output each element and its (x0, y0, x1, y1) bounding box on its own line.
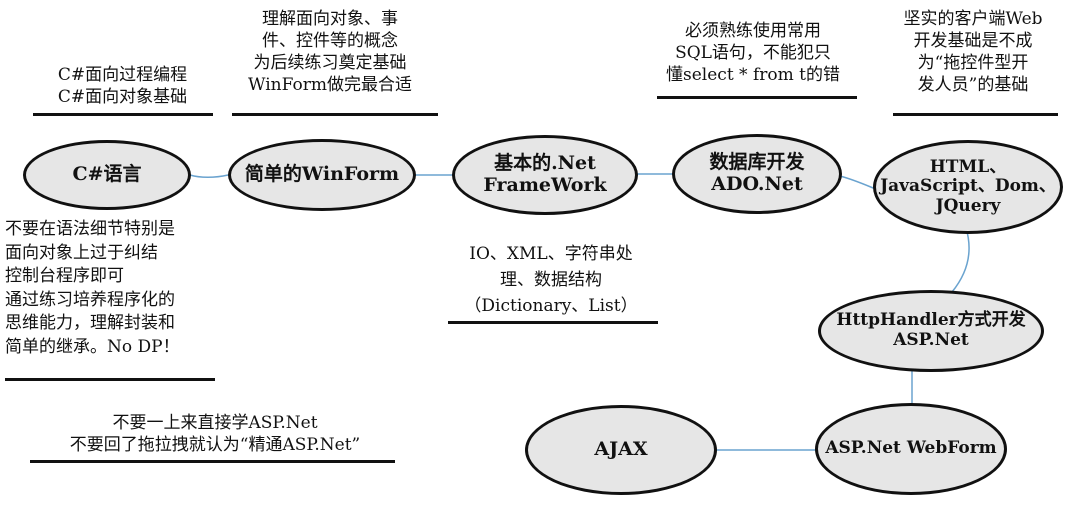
node-csharp-language: C#语言 (23, 140, 191, 210)
note-underline (33, 113, 213, 116)
node-ajax: AJAX (525, 405, 717, 495)
node-label: 简单的WinForm (244, 163, 400, 186)
node-label-line: 数据库开发 (709, 151, 805, 174)
node-basic-net-framework: 基本的.Net FrameWork (452, 135, 638, 215)
note-underline (657, 96, 857, 99)
node-label: C#语言 (72, 163, 142, 186)
note-csharp-bottom: 不要在语法细节特别是 面向对象上过于纠结 控制台程序即可 通过练习培养程序化的 … (5, 219, 180, 357)
note-framework-bottom: IO、XML、字符串处 理、数据结构 （Dictionary、List） (464, 244, 638, 316)
note-sql-top: 必须熟练使用常用 SQL语句，不能犯只 懂select * from t的错 (666, 21, 840, 85)
node-database-ado-net: 数据库开发 ADO.Net (672, 134, 842, 214)
node-simple-winform: 简单的WinForm (228, 139, 416, 211)
note-underline (893, 113, 1058, 116)
node-label: ASP.Net WebForm (825, 438, 997, 459)
note-underline (5, 378, 215, 381)
node-httphandler-asp-net: HttpHandler方式开发 ASP.Net (818, 290, 1044, 372)
note-underline (232, 113, 438, 116)
connector-csharp-winform (189, 174, 229, 178)
node-label-line: 基本的.Net (494, 152, 596, 175)
node-label-line: FrameWork (483, 174, 607, 196)
node-label-line: JavaScript、Dom、 (880, 176, 1056, 197)
node-label-line: HttpHandler方式开发 (836, 310, 1026, 331)
note-aspnet-bottom: 不要一上来直接学ASP.Net 不要回了拖拉拽就认为“精通ASP.Net” (69, 413, 361, 455)
note-csharp-top: C#面向过程编程 C#面向对象基础 (57, 65, 188, 107)
note-web-top: 坚实的客户端Web 开发基础是不成 为“拖控件型开 发人员”的基础 (903, 9, 1043, 95)
node-label: AJAX (594, 438, 648, 461)
node-label-line: JQuery (935, 195, 1001, 216)
node-asp-net-webform: ASP.Net WebForm (815, 403, 1007, 495)
node-label-line: ASP.Net (893, 330, 969, 350)
node-label-line: ADO.Net (711, 173, 803, 195)
note-underline (448, 321, 658, 324)
node-label-line: HTML、 (929, 156, 1007, 177)
node-html-javascript-dom-jquery: HTML、 JavaScript、Dom、 JQuery (873, 140, 1063, 234)
connector-html-httphandler (951, 227, 970, 293)
note-winform-top: 理解面向对象、事 件、控件等的概念 为后续练习奠定基础 WinForm做完最合适 (248, 9, 412, 95)
note-underline (30, 460, 395, 463)
